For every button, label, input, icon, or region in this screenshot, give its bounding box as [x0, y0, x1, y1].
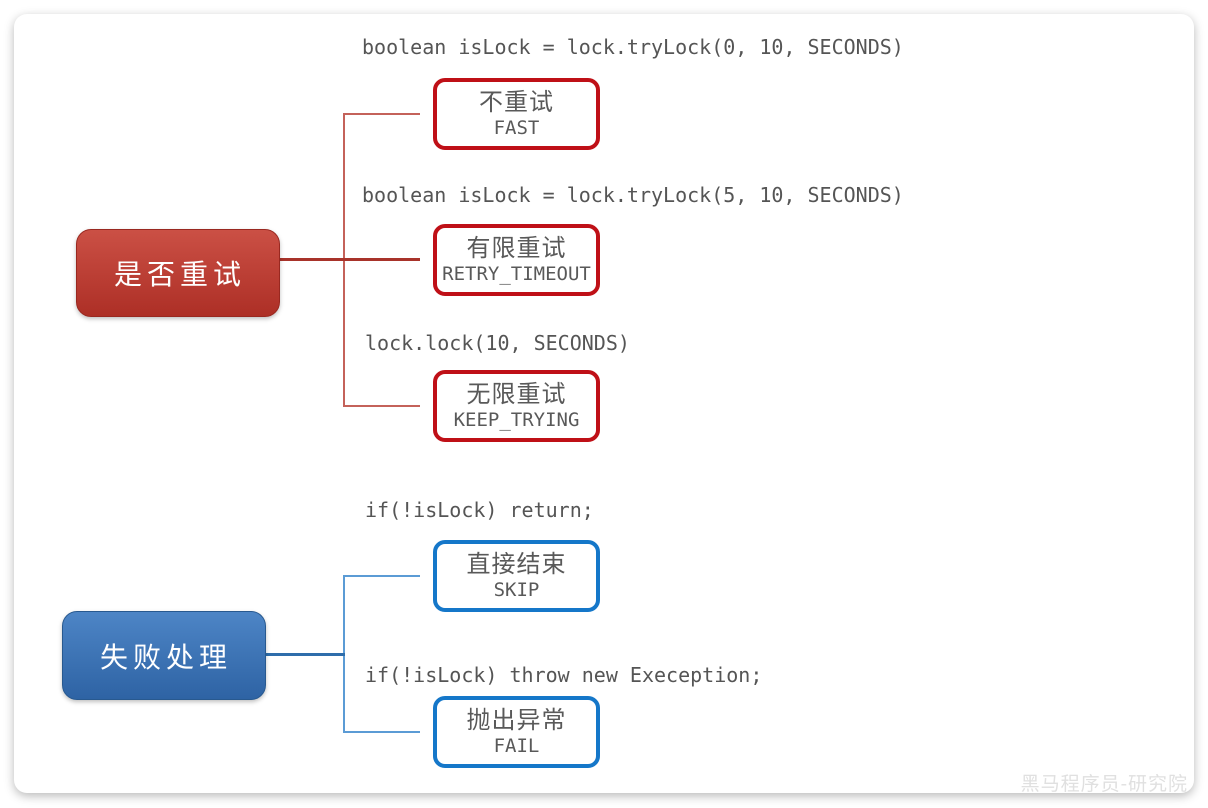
code-trylock-0: boolean isLock = lock.tryLock(0, 10, SEC… — [362, 35, 904, 59]
watermark: 黑马程序员-研究院 — [1020, 773, 1188, 795]
leaf-retry-timeout-title: 有限重试 — [466, 234, 567, 263]
retry-branch-line-keep-trying — [343, 405, 420, 407]
leaf-node-skip: 直接结束 SKIP — [433, 540, 600, 612]
leaf-retry-timeout-mode: RETRY_TIMEOUT — [442, 263, 591, 286]
retry-root-label: 是否重试 — [113, 258, 246, 291]
diagram-canvas: 是否重试 boolean isLock = lock.tryLock(0, 10… — [14, 14, 1194, 793]
retry-root-node: 是否重试 — [76, 229, 280, 317]
failure-branch-line-fail — [343, 731, 420, 733]
failure-root-connector-line — [264, 653, 345, 656]
code-if-throw: if(!isLock) throw new Exeception; — [365, 663, 763, 687]
leaf-fast-title: 不重试 — [479, 88, 554, 117]
code-if-return: if(!isLock) return; — [365, 498, 594, 522]
leaf-keep-trying-title: 无限重试 — [466, 380, 567, 409]
leaf-node-retry-timeout: 有限重试 RETRY_TIMEOUT — [433, 224, 600, 296]
retry-branch-line-fast — [343, 113, 420, 115]
code-lock-lock: lock.lock(10, SECONDS) — [365, 331, 630, 355]
leaf-node-keep-trying: 无限重试 KEEP_TRYING — [433, 370, 600, 442]
code-trylock-5: boolean isLock = lock.tryLock(5, 10, SEC… — [362, 183, 904, 207]
failure-root-label: 失败处理 — [99, 640, 232, 674]
leaf-fail-title: 抛出异常 — [466, 706, 567, 735]
leaf-keep-trying-mode: KEEP_TRYING — [453, 409, 580, 432]
leaf-node-fail: 抛出异常 FAIL — [433, 696, 600, 768]
leaf-node-fast: 不重试 FAST — [433, 78, 600, 150]
leaf-fast-mode: FAST — [493, 117, 540, 140]
failure-root-node: 失败处理 — [62, 611, 266, 700]
leaf-fail-mode: FAIL — [493, 735, 540, 758]
failure-branch-line-skip — [343, 575, 420, 577]
leaf-skip-mode: SKIP — [493, 579, 540, 602]
leaf-skip-title: 直接结束 — [466, 550, 567, 579]
retry-root-connector-line — [264, 257, 420, 261]
